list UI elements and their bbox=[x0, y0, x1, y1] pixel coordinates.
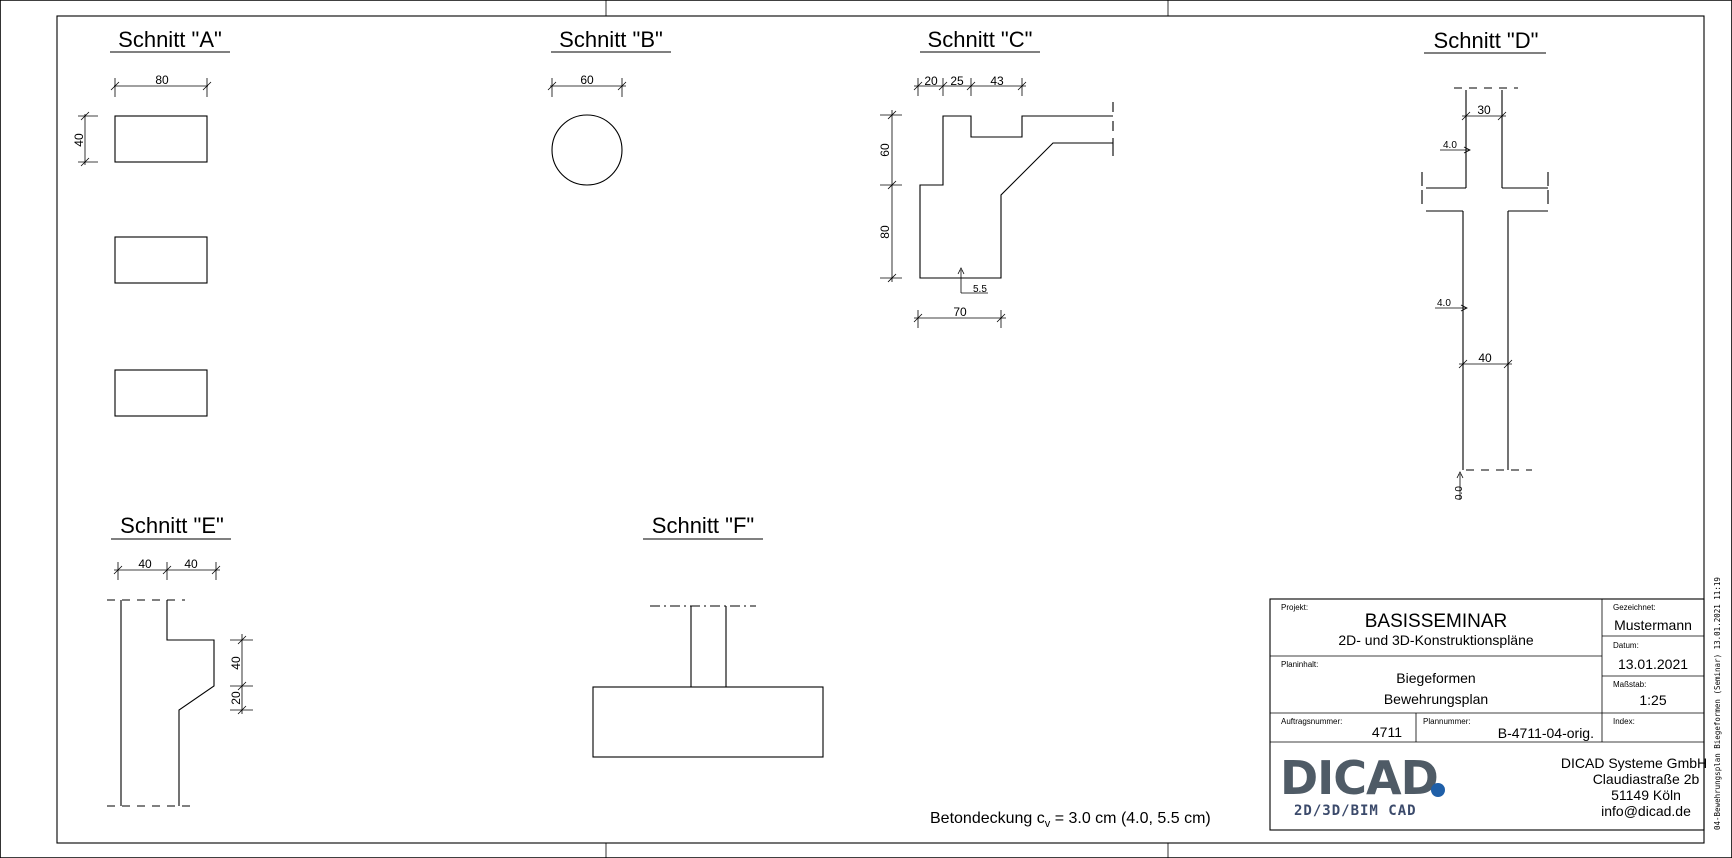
section-a-rect-1 bbox=[114, 115, 208, 163]
project-label: Projekt: bbox=[1281, 603, 1308, 612]
plan-label: Plannummer: bbox=[1423, 717, 1471, 726]
section-a-height-dim: 40 bbox=[72, 133, 86, 147]
concrete-cover-note: Betondeckung cv = 3.0 cm (4.0, 5.5 cm) bbox=[930, 810, 1211, 830]
drawn-label: Gezeichnet: bbox=[1613, 603, 1656, 612]
section-c-outline bbox=[919, 115, 1113, 279]
section-d-cover-top: 4.0 bbox=[1443, 140, 1457, 151]
section-e-title: Schnitt "E" bbox=[120, 513, 224, 538]
company-street: Claudiastraße 2b bbox=[1593, 771, 1700, 787]
section-a-rect-3 bbox=[114, 369, 208, 417]
section-e-right-dim-2: 20 bbox=[229, 691, 243, 705]
index-label: Index: bbox=[1613, 717, 1635, 726]
section-d-cover-mid: 4.0 bbox=[1437, 298, 1451, 309]
section-c-top-dim-3: 43 bbox=[990, 74, 1004, 88]
content-line-1: Biegeformen bbox=[1396, 670, 1475, 686]
scale-label: Maßstab: bbox=[1613, 680, 1646, 689]
dicad-logo: DICAD 2D/3D/BIM CAD bbox=[1280, 751, 1445, 819]
date-value: 13.01.2021 bbox=[1618, 656, 1688, 672]
section-c-top-dim-1: 20 bbox=[924, 74, 938, 88]
file-stamp: 04-Bewehrungsplan Biegeformen (Seminar) … bbox=[1713, 577, 1722, 830]
company-city: 51149 Köln bbox=[1611, 787, 1681, 803]
project-subtitle: 2D- und 3D-Konstruktionspläne bbox=[1338, 632, 1534, 648]
section-b-diameter-dim: 60 bbox=[580, 73, 594, 87]
section-b-title: Schnitt "B" bbox=[559, 27, 663, 52]
content-line-2: Bewehrungsplan bbox=[1384, 691, 1488, 707]
order-label: Auftragsnummer: bbox=[1281, 717, 1342, 726]
section-c-bottom-dim: 70 bbox=[953, 305, 967, 319]
section-e-top-dim-1: 40 bbox=[138, 557, 152, 571]
section-d-top-width-dim: 30 bbox=[1477, 103, 1491, 117]
section-d-bottom-width-dim: 40 bbox=[1478, 351, 1492, 365]
date-label: Datum: bbox=[1613, 641, 1639, 650]
section-e-top-dim-2: 40 bbox=[184, 557, 198, 571]
svg-text:2D/3D/BIM CAD: 2D/3D/BIM CAD bbox=[1294, 803, 1417, 819]
section-d-cover-bottom: 0.0 bbox=[1454, 486, 1465, 500]
scale-value: 1:25 bbox=[1639, 692, 1666, 708]
section-a-width-dim: 80 bbox=[155, 73, 169, 87]
drawn-by: Mustermann bbox=[1614, 617, 1692, 633]
content-label: Planinhalt: bbox=[1281, 660, 1318, 669]
section-c-cover-dim: 5.5 bbox=[973, 284, 987, 295]
section-b: Schnitt "B" 60 bbox=[547, 27, 671, 186]
section-c: Schnitt "C" 20 25 43 60 80 5.5 bbox=[878, 27, 1114, 328]
section-c-left-dim-1: 60 bbox=[878, 143, 892, 157]
section-e-right-dim-1: 40 bbox=[229, 656, 243, 670]
section-c-title: Schnitt "C" bbox=[928, 27, 1033, 52]
section-a-title: Schnitt "A" bbox=[118, 27, 222, 52]
order-number: 4711 bbox=[1372, 724, 1402, 740]
company-name: DICAD Systeme GmbH bbox=[1561, 755, 1707, 771]
section-f-foundation bbox=[592, 686, 824, 758]
company-email: info@dicad.de bbox=[1601, 803, 1691, 819]
section-a: Schnitt "A" 80 40 bbox=[72, 27, 230, 417]
project-name: BASISSEMINAR bbox=[1365, 611, 1508, 632]
svg-text:DICAD: DICAD bbox=[1280, 751, 1438, 805]
section-e: Schnitt "E" 40 40 40 20 bbox=[107, 513, 253, 807]
section-b-circle bbox=[551, 114, 623, 186]
section-c-left-dim-2: 80 bbox=[878, 225, 892, 239]
section-e-outline bbox=[166, 600, 215, 806]
section-c-top-dim-2: 25 bbox=[950, 74, 964, 88]
plan-number: B-4711-04-orig. bbox=[1498, 725, 1594, 741]
section-a-rect-2 bbox=[114, 236, 208, 284]
title-block: Projekt: BASISSEMINAR 2D- und 3D-Konstru… bbox=[1269, 598, 1707, 831]
section-f-title: Schnitt "F" bbox=[652, 513, 754, 538]
section-d: Schnitt "D" 30 4.0 4.0 40 0.0 bbox=[1421, 28, 1549, 500]
section-f: Schnitt "F" bbox=[592, 513, 824, 758]
section-d-title: Schnitt "D" bbox=[1434, 28, 1539, 53]
